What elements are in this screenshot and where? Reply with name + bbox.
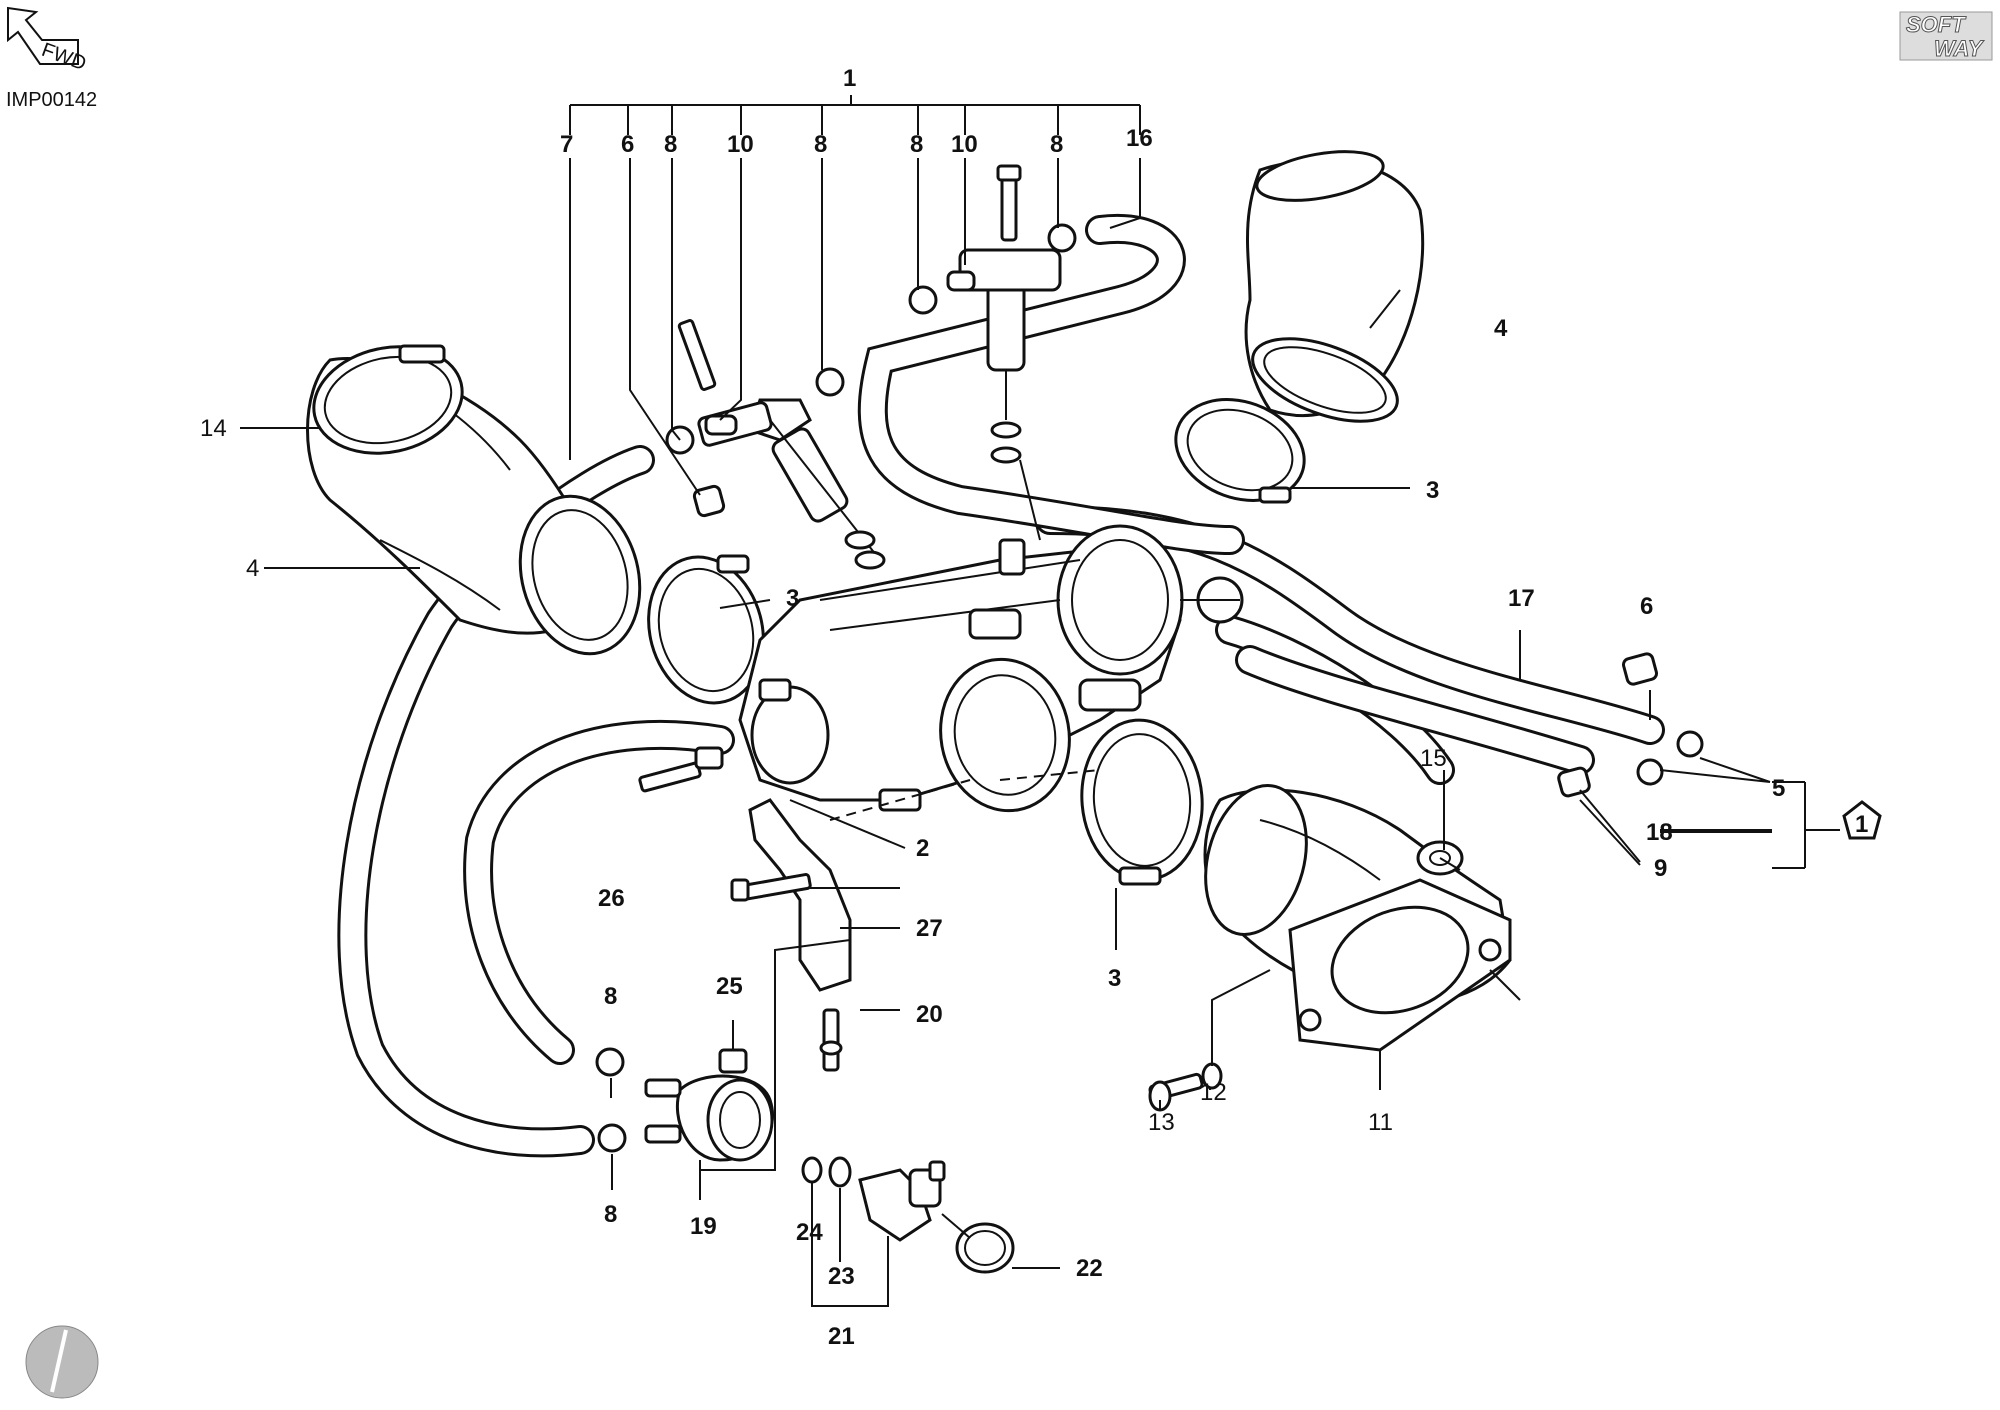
callout-8-e: 8 (604, 983, 617, 1010)
hose-18 (1235, 645, 1595, 775)
callout-10-b: 10 (951, 131, 978, 158)
callout-8-f: 8 (604, 1201, 617, 1228)
callout-18: 18 (1646, 819, 1673, 846)
hose-clips-5 (1636, 730, 1704, 786)
callout-3-lower: 3 (1108, 965, 1121, 992)
sensor-21 (858, 1160, 946, 1242)
bolt-20 (819, 1008, 843, 1072)
callout-19: 19 (690, 1213, 717, 1240)
fwd-arrow-icon: FWD (7, 6, 89, 75)
diagram-code: IMP00142 (6, 89, 97, 111)
callout-8-d: 8 (1050, 131, 1063, 158)
fuel-injector-upper (986, 278, 1041, 541)
callout-3-left: 3 (786, 585, 799, 612)
callout-12: 12 (1200, 1079, 1227, 1106)
bolt-upper (996, 164, 1022, 242)
callout-5: 5 (1772, 775, 1785, 802)
fwd-label: FWD (39, 39, 89, 75)
screw-13 (1148, 1072, 1204, 1112)
callout-4-left: 4 (246, 555, 259, 582)
o-ring-24 (801, 1156, 823, 1184)
o-ring-23 (828, 1156, 852, 1188)
hose-clamp-3-upper (1174, 398, 1306, 504)
dashed-leaders (829, 769, 1101, 821)
callout-22: 22 (1076, 1255, 1103, 1282)
callout-20: 20 (916, 1001, 943, 1028)
callout-15: 15 (1420, 745, 1447, 772)
hose-clamp-14 (312, 344, 464, 455)
callout-9: 9 (1654, 855, 1667, 882)
intake-duct-right (1244, 150, 1425, 423)
corner-disc-icon (25, 1325, 99, 1399)
intake-manifold (1203, 784, 1512, 1052)
callout-8-b: 8 (814, 131, 827, 158)
lower-hose-left (463, 719, 735, 1065)
kit-marker-pentagon: 1 (1842, 800, 1882, 840)
callout-25: 25 (716, 973, 743, 1000)
callout-11: 11 (1368, 1109, 1393, 1136)
bolt-26 (730, 873, 812, 902)
leader-lines (240, 95, 1840, 1307)
svg-text:SOFT: SOFT (1906, 12, 1966, 37)
callout-8-a: 8 (664, 131, 677, 158)
hose-caps-10 (704, 270, 976, 436)
throttle-body (738, 524, 1244, 813)
callout-8-c: 8 (910, 131, 923, 158)
circlip-22 (955, 1222, 1015, 1274)
callout-27: 27 (916, 915, 943, 942)
fuel-injector-left (748, 398, 886, 570)
softway-logo: SOFT WAY (1899, 11, 1993, 62)
callout-2: 2 (916, 835, 929, 862)
bolt-left (677, 319, 717, 391)
callout-16: 16 (1126, 125, 1153, 152)
callout-21: 21 (828, 1323, 855, 1350)
callout-7: 7 (560, 131, 573, 158)
hose-clips-8 (595, 223, 1077, 1153)
callout-6-top: 6 (621, 131, 634, 158)
callout-6-right: 6 (1640, 593, 1653, 620)
callout-10-a: 10 (727, 131, 754, 158)
callout-4-right: 4 (1494, 315, 1508, 342)
callout-23: 23 (828, 1263, 855, 1290)
hose-sleeves-6 (692, 484, 1659, 798)
bolt-small-left (638, 746, 724, 793)
vacuum-fitting-19 (644, 1074, 775, 1162)
callout-3-upper: 3 (1426, 477, 1439, 504)
callout-13: 13 (1148, 1109, 1175, 1136)
callout-24: 24 (796, 1219, 823, 1246)
hose-clamp-3-lower (1080, 718, 1204, 886)
callout-14: 14 (200, 415, 227, 442)
callout-1: 1 (843, 65, 856, 92)
callout-17: 17 (1508, 585, 1535, 612)
callout-26: 26 (598, 885, 625, 912)
hose-clamp-3-left (647, 554, 765, 705)
upper-hose-16 (857, 213, 1245, 555)
svg-text:WAY: WAY (1934, 36, 1985, 61)
nut-25 (718, 1048, 748, 1074)
callouts: 1 7 6 8 10 8 8 10 8 16 14 4 3 4 3 2 3 17… (200, 65, 1882, 1350)
kit-marker-label: 1 (1855, 811, 1868, 838)
